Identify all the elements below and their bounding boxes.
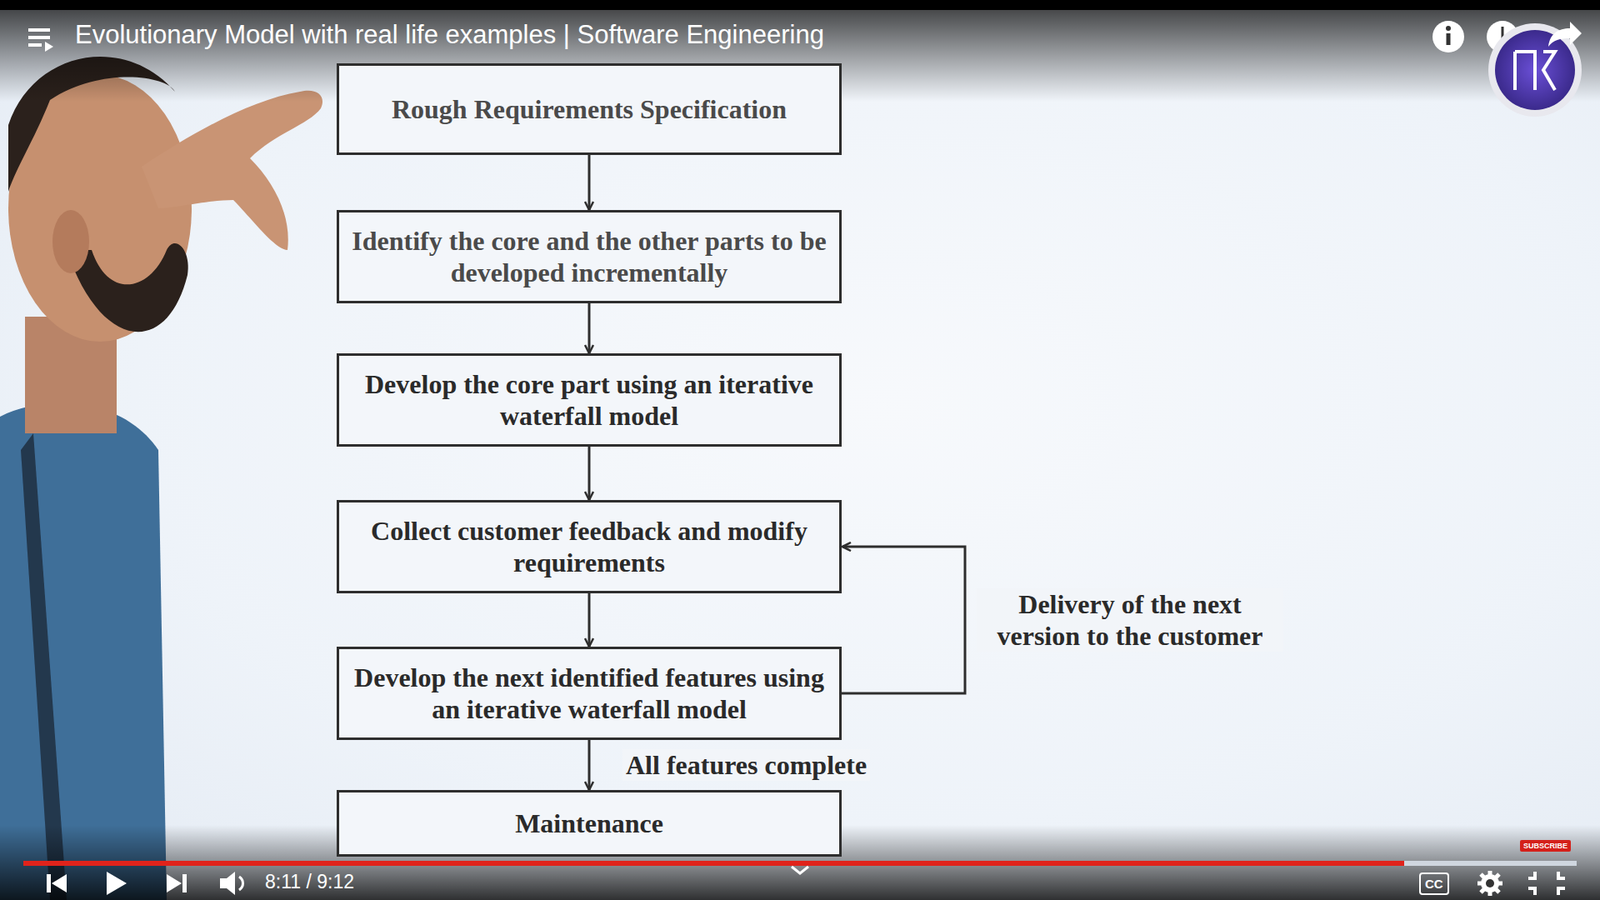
box-text: Maintenance	[515, 807, 664, 840]
subscribe-badge: SUBSCRIBE	[1520, 840, 1571, 852]
video-time: 8:11 / 9:12	[265, 870, 355, 894]
box-text: Identify the core and the other parts to…	[350, 225, 828, 290]
flow-arrow	[841, 546, 965, 694]
edge-label: All features complete	[622, 749, 870, 781]
flow-arrow	[588, 593, 591, 647]
box-text: Develop the next identified features usi…	[350, 661, 828, 726]
info-icon	[1432, 20, 1465, 53]
process-box: Rough Requirements Specification	[336, 63, 842, 155]
flow-arrow	[588, 303, 591, 354]
captions-button: CC	[1419, 872, 1450, 895]
process-box: Collect customer feedback and modify req…	[336, 500, 842, 594]
edge-label: Delivery of the next version to the cust…	[976, 588, 1284, 653]
process-box: Develop the next identified features usi…	[336, 646, 842, 740]
presenter	[0, 56, 323, 900]
playlist-icon	[28, 28, 54, 52]
share-icon	[1548, 21, 1582, 47]
box-text: Rough Requirements Specification	[391, 93, 787, 125]
process-box: Maintenance	[336, 790, 842, 857]
player-controls	[46, 866, 1565, 896]
progress-track	[23, 860, 1577, 866]
box-text: Collect customer feedback and modify req…	[350, 515, 828, 580]
process-box: Identify the core and the other parts to…	[336, 210, 842, 304]
video-title: Evolutionary Model with real life exampl…	[75, 20, 825, 50]
flow-arrow	[588, 155, 591, 210]
flow-arrow	[588, 446, 591, 500]
process-box: Develop the core part using an iterative…	[336, 353, 842, 447]
flow-arrow	[588, 740, 591, 790]
progress-played	[23, 860, 1405, 866]
box-text: Develop the core part using an iterative…	[350, 368, 828, 433]
